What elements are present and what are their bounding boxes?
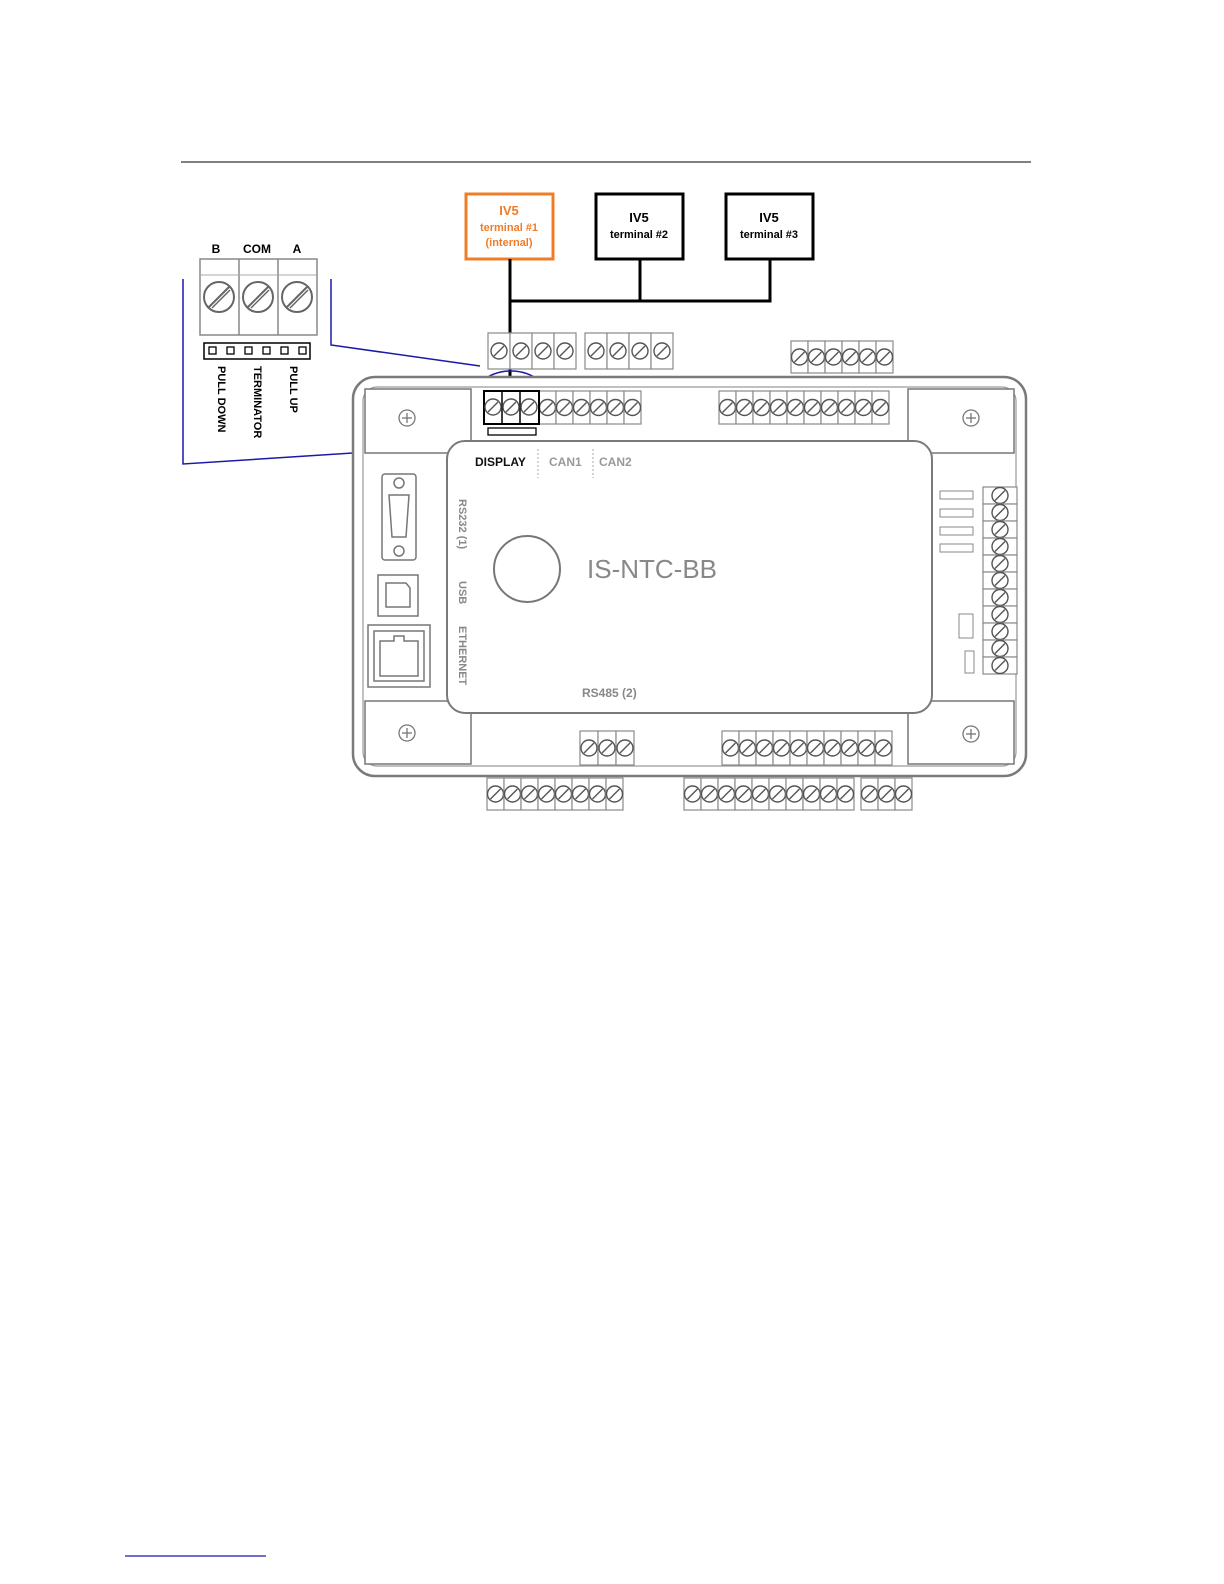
terminal-1-note: (internal): [485, 237, 532, 249]
pin-label-com: COM: [243, 242, 271, 256]
pin-label-b: B: [212, 242, 221, 256]
pin-label-a: A: [293, 242, 302, 256]
terminal-3-box: IV5 terminal #3: [726, 194, 813, 259]
terminal-2-box: IV5 terminal #2: [596, 194, 683, 259]
terminal-1-title: IV5: [499, 203, 519, 218]
terminal-2-title: IV5: [629, 210, 649, 225]
terminal-3-title: IV5: [759, 210, 779, 225]
port-label-display: DISPLAY: [475, 455, 526, 469]
port-label-rs232: RS232 (1): [456, 499, 468, 549]
port-label-rs485: RS485 (2): [582, 686, 637, 700]
right-side-strip: [983, 487, 1017, 674]
terminal-1-box: IV5 terminal #1 (internal): [466, 194, 553, 259]
bottom-strip-b: [684, 778, 854, 810]
connector-detail: B COM A PULL DOWN TERMINATOR PULL UP: [200, 242, 317, 438]
jumper-label-terminator: TERMINATOR: [251, 366, 263, 438]
top-strip-b: [585, 333, 673, 369]
bottom-inner-strip: [722, 731, 892, 765]
bottom-strip-c: [861, 778, 912, 810]
display-connector: [484, 391, 539, 435]
jumper-label-pull-down: PULL DOWN: [215, 366, 227, 432]
rs485-strip: [580, 731, 634, 765]
top-right-strip: [719, 391, 889, 424]
rs232-port: [382, 474, 416, 560]
usb-port: [378, 575, 418, 616]
terminal-2-subtitle: terminal #2: [610, 229, 668, 241]
port-label-can2: CAN2: [599, 455, 632, 469]
top-strip-c: [791, 341, 893, 373]
display-adjacent-strip: [539, 391, 641, 424]
terminal-3-subtitle: terminal #3: [740, 229, 798, 241]
top-strip-a: [488, 333, 576, 369]
display-button: [494, 536, 560, 602]
device-model-label: IS-NTC-BB: [587, 554, 717, 584]
port-label-usb: USB: [456, 581, 468, 604]
port-label-can1: CAN1: [549, 455, 582, 469]
controller-body: IS-NTC-BB DISPLAY CAN1 CAN2 RS485 (2) RS…: [353, 377, 1026, 776]
terminal-1-subtitle: terminal #1: [480, 222, 538, 234]
port-label-ethernet: ETHERNET: [456, 626, 468, 686]
ethernet-port: [368, 625, 430, 687]
jumper-label-pull-up: PULL UP: [287, 366, 299, 413]
bottom-strip-a: [487, 778, 623, 810]
